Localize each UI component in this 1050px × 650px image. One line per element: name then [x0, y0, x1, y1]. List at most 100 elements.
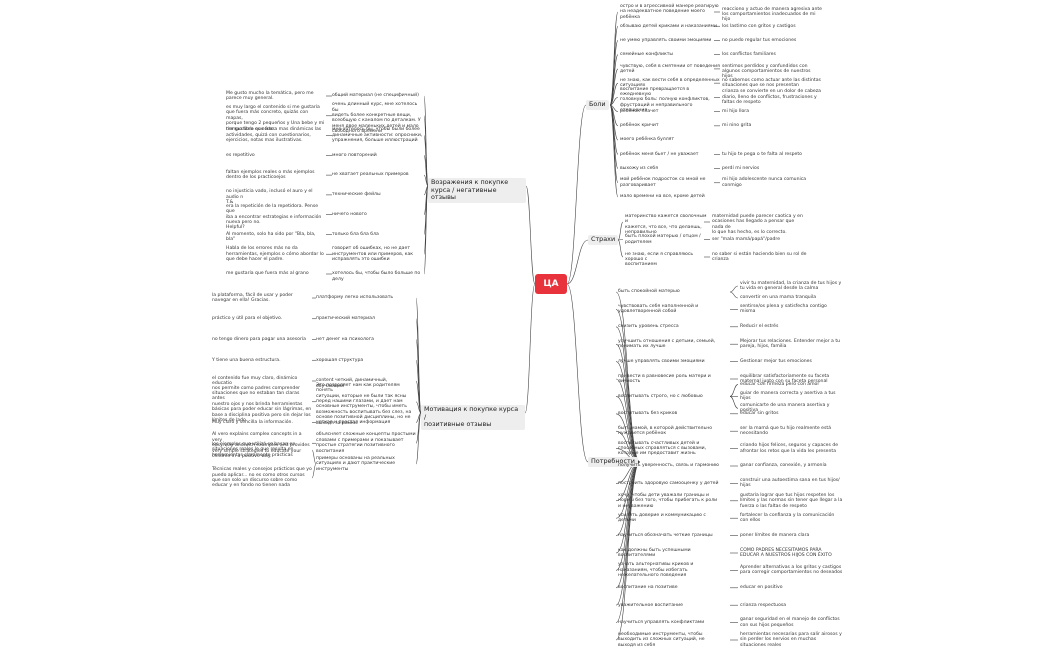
node-text[interactable]: выхожу из себя: [620, 165, 659, 171]
node-text[interactable]: как должны быть успешными воспитателями: [618, 547, 691, 558]
node-text[interactable]: быть плохой матерью / отцом / родителем: [625, 234, 701, 245]
node-text[interactable]: educar sin gritos: [740, 411, 779, 417]
node-text[interactable]: práctico y útil para el objetivo.: [212, 316, 283, 322]
node-text[interactable]: es repetitivo: [226, 152, 255, 158]
node-text[interactable]: ganar seguridad en el manejo de conflict…: [740, 617, 840, 628]
node-text[interactable]: herramientas necesarias para salir airos…: [740, 631, 842, 648]
node-text[interactable]: хотелось бы, чтобы было больше по делу: [332, 271, 421, 282]
node-text[interactable]: не хватает реальных примеров: [332, 172, 409, 178]
node-text[interactable]: ребёнок кричит: [620, 123, 659, 129]
node-text[interactable]: мне хотелось бы, чтобы были более динами…: [332, 127, 423, 144]
node-text[interactable]: mi hijo llora: [722, 108, 750, 114]
node-text[interactable]: mi nino grita: [722, 123, 752, 129]
node-text[interactable]: Al vero explains complex concepts in a v…: [212, 432, 310, 460]
node-text[interactable]: fortalecer la confianza y la comunicació…: [740, 512, 835, 524]
node-text[interactable]: crianza respectuosa: [740, 602, 787, 608]
node-text[interactable]: научиться управлять конфликтами: [618, 619, 705, 625]
node-text[interactable]: los lastimo con gritos y castigos: [722, 23, 796, 29]
node-text[interactable]: Me gusto mucho la temática, pero me pare…: [226, 90, 314, 101]
node-text[interactable]: ganar confianza, conexión, y armonía: [740, 463, 827, 469]
node-text[interactable]: crianza se convierte en un dolor de cabe…: [722, 89, 821, 106]
node-text[interactable]: говорит об ошибках, но не дает инструмен…: [332, 246, 414, 262]
node-text[interactable]: Al momento, solo ha sido por "Bla, bla, …: [226, 231, 316, 243]
node-text[interactable]: los conflictos familiares: [722, 51, 776, 57]
node-text[interactable]: Reducir el estrés: [740, 324, 779, 330]
branch-boli[interactable]: Боли: [586, 100, 609, 110]
node-text[interactable]: не знаю, если я справляюсь хорошо с восп…: [625, 251, 694, 268]
node-text[interactable]: educar en positivo: [740, 585, 783, 591]
node-text[interactable]: content четкий, динамичный, обучающий: [316, 378, 388, 389]
node-text[interactable]: sentirse/os plena y satisfecha contigo m…: [740, 304, 827, 315]
node-text[interactable]: Muy claro y sencilla la información.: [212, 419, 293, 425]
node-text[interactable]: необходимые инструменты, чтобы выходить …: [618, 631, 705, 648]
node-text[interactable]: faltan ejemplos reales o más ejemplos de…: [226, 169, 315, 181]
node-text[interactable]: улучшить отношения с детьми, семьей, пон…: [618, 338, 716, 350]
node-text[interactable]: Это позволяет нам как родителям понять с…: [316, 382, 412, 426]
node-text[interactable]: воспитывать без криков: [618, 411, 678, 417]
node-text[interactable]: Habla de los errores más no da herramien…: [226, 246, 324, 262]
node-text[interactable]: не знаю, как вести себя в определенных с…: [620, 77, 720, 89]
node-text[interactable]: vivir tu maternidad, la crianza de tus h…: [740, 280, 842, 291]
node-text[interactable]: el contenido fue muy claro, dinámico edu…: [212, 375, 298, 386]
node-text[interactable]: no saber si están haciendo bien su rol d…: [712, 251, 807, 262]
node-text[interactable]: COMO PADRES NECESITAMOS PARA EDUCAR A NU…: [740, 547, 832, 558]
node-text[interactable]: convertir en una mama tranquila: [740, 295, 817, 301]
branch-potrebnosti[interactable]: Потребности: [588, 457, 638, 467]
node-text[interactable]: Aprender alternativas a los gritos y cas…: [740, 565, 843, 576]
node-text[interactable]: хочу, чтобы дети уважали границы и нормы…: [618, 492, 718, 509]
node-text[interactable]: уважительное воспитание: [618, 602, 683, 608]
node-text[interactable]: воспитывать счастливых детей и способных…: [618, 440, 707, 457]
node-text[interactable]: усилить доверие и коммуникацию с детьми: [618, 512, 706, 524]
node-text[interactable]: no tengo dinero para pagar una asesoría: [212, 336, 306, 342]
node-text[interactable]: быть мамой, в которой действительно нужд…: [618, 425, 713, 437]
node-text[interactable]: reacciono y actuo de manera agresiva ant…: [722, 6, 823, 23]
node-text[interactable]: четкая и простая информация: [316, 419, 391, 425]
node-text[interactable]: мало времени на все, кроме детей: [620, 194, 705, 200]
node-text[interactable]: обзываю детей криками и наказаниями: [620, 23, 718, 29]
node-text[interactable]: no sabemos como actuar ante las distinta…: [722, 77, 821, 89]
node-text[interactable]: no puedo regular tus emociones: [722, 37, 797, 43]
node-text[interactable]: maternidad puede parecer caotica y en oc…: [712, 213, 803, 236]
branch-vozrazheniya[interactable]: Возражения к покупке курса / негативные …: [428, 178, 526, 203]
node-text[interactable]: только бла бла бла: [332, 231, 379, 237]
node-text[interactable]: comunicarte de una manera asertiva y pos…: [740, 403, 830, 414]
node-text[interactable]: получить уверенность, связь и гармонию: [618, 463, 719, 469]
node-text[interactable]: построить здоровую самооценку у детей: [618, 480, 719, 486]
node-text[interactable]: узнать альтернативы криков и наказаниям,…: [618, 562, 694, 579]
node-text[interactable]: воспитание на позитиве: [618, 585, 678, 591]
node-text[interactable]: чувствую, себя в смятении от поведения д…: [620, 63, 720, 74]
node-text[interactable]: много повторений: [332, 152, 377, 158]
node-text[interactable]: perdí mi nervios: [722, 165, 760, 171]
node-text[interactable]: остро и в агрессивной манере реагирую на…: [620, 3, 719, 20]
node-text[interactable]: me gustaría que fuera mas dinámicas las …: [226, 127, 322, 144]
node-text[interactable]: воспитывать строго, но с любовью: [618, 393, 703, 399]
node-text[interactable]: лучше управлять своими эмоциями: [618, 358, 705, 364]
node-text[interactable]: ser "mala mamá/papá"/padre: [712, 236, 781, 242]
node-text[interactable]: nos permite como padres comprender situa…: [212, 385, 312, 423]
node-text[interactable]: моего ребёнка буллят: [620, 137, 675, 143]
node-text[interactable]: gustaría lograr que tus hijos respeten l…: [740, 492, 843, 509]
node-text[interactable]: criando hijos felices, seguros y capaces…: [740, 443, 839, 454]
node-text[interactable]: практический материал: [316, 316, 375, 322]
node-text[interactable]: привести в равновесие роль матери и личн…: [618, 373, 711, 384]
node-text[interactable]: очень длинный курс, мне хотелось бы виде…: [332, 102, 421, 135]
branch-motivatsiya[interactable]: Мотивация к покупке курса / позитивные о…: [421, 405, 525, 430]
node-text[interactable]: guiar de manera correcta y asertiva a tu…: [740, 391, 836, 402]
node-text[interactable]: ребёнок меня бьет / не уважает: [620, 151, 699, 157]
node-text[interactable]: era la repetición de la repetidora. Pens…: [226, 203, 322, 231]
node-text[interactable]: Y tiene una buena estructura.: [212, 357, 281, 363]
node-text[interactable]: no injusticia vado, inclusó el auro y el…: [226, 189, 313, 206]
node-text[interactable]: me gustaría que fuera más al grano: [226, 271, 309, 277]
node-text[interactable]: примеры основаны на реальных ситуациях и…: [316, 455, 396, 472]
branch-strakhi[interactable]: Страхи: [588, 235, 619, 245]
node-text[interactable]: tu hijo te pega o te falta al respeto: [722, 151, 802, 157]
node-text[interactable]: не умею управлять своими эмоциями: [620, 37, 712, 43]
node-text[interactable]: научиться обозначать четкие границы: [618, 532, 713, 538]
node-text[interactable]: платформу легко использовать: [316, 295, 394, 301]
node-text[interactable]: семейные конфликты: [620, 51, 674, 57]
node-text[interactable]: equilibrar satisfactoriamente su faceta …: [740, 373, 830, 384]
node-text[interactable]: ser la mamá que tu hijo realmente está n…: [740, 425, 832, 437]
node-text[interactable]: los ejemplos que utilizá se basan en sit…: [212, 441, 296, 458]
node-text[interactable]: la plataforma, fácil de usar y poder nav…: [212, 292, 293, 303]
node-text[interactable]: construir una autoestima sana en tus hij…: [740, 478, 840, 489]
